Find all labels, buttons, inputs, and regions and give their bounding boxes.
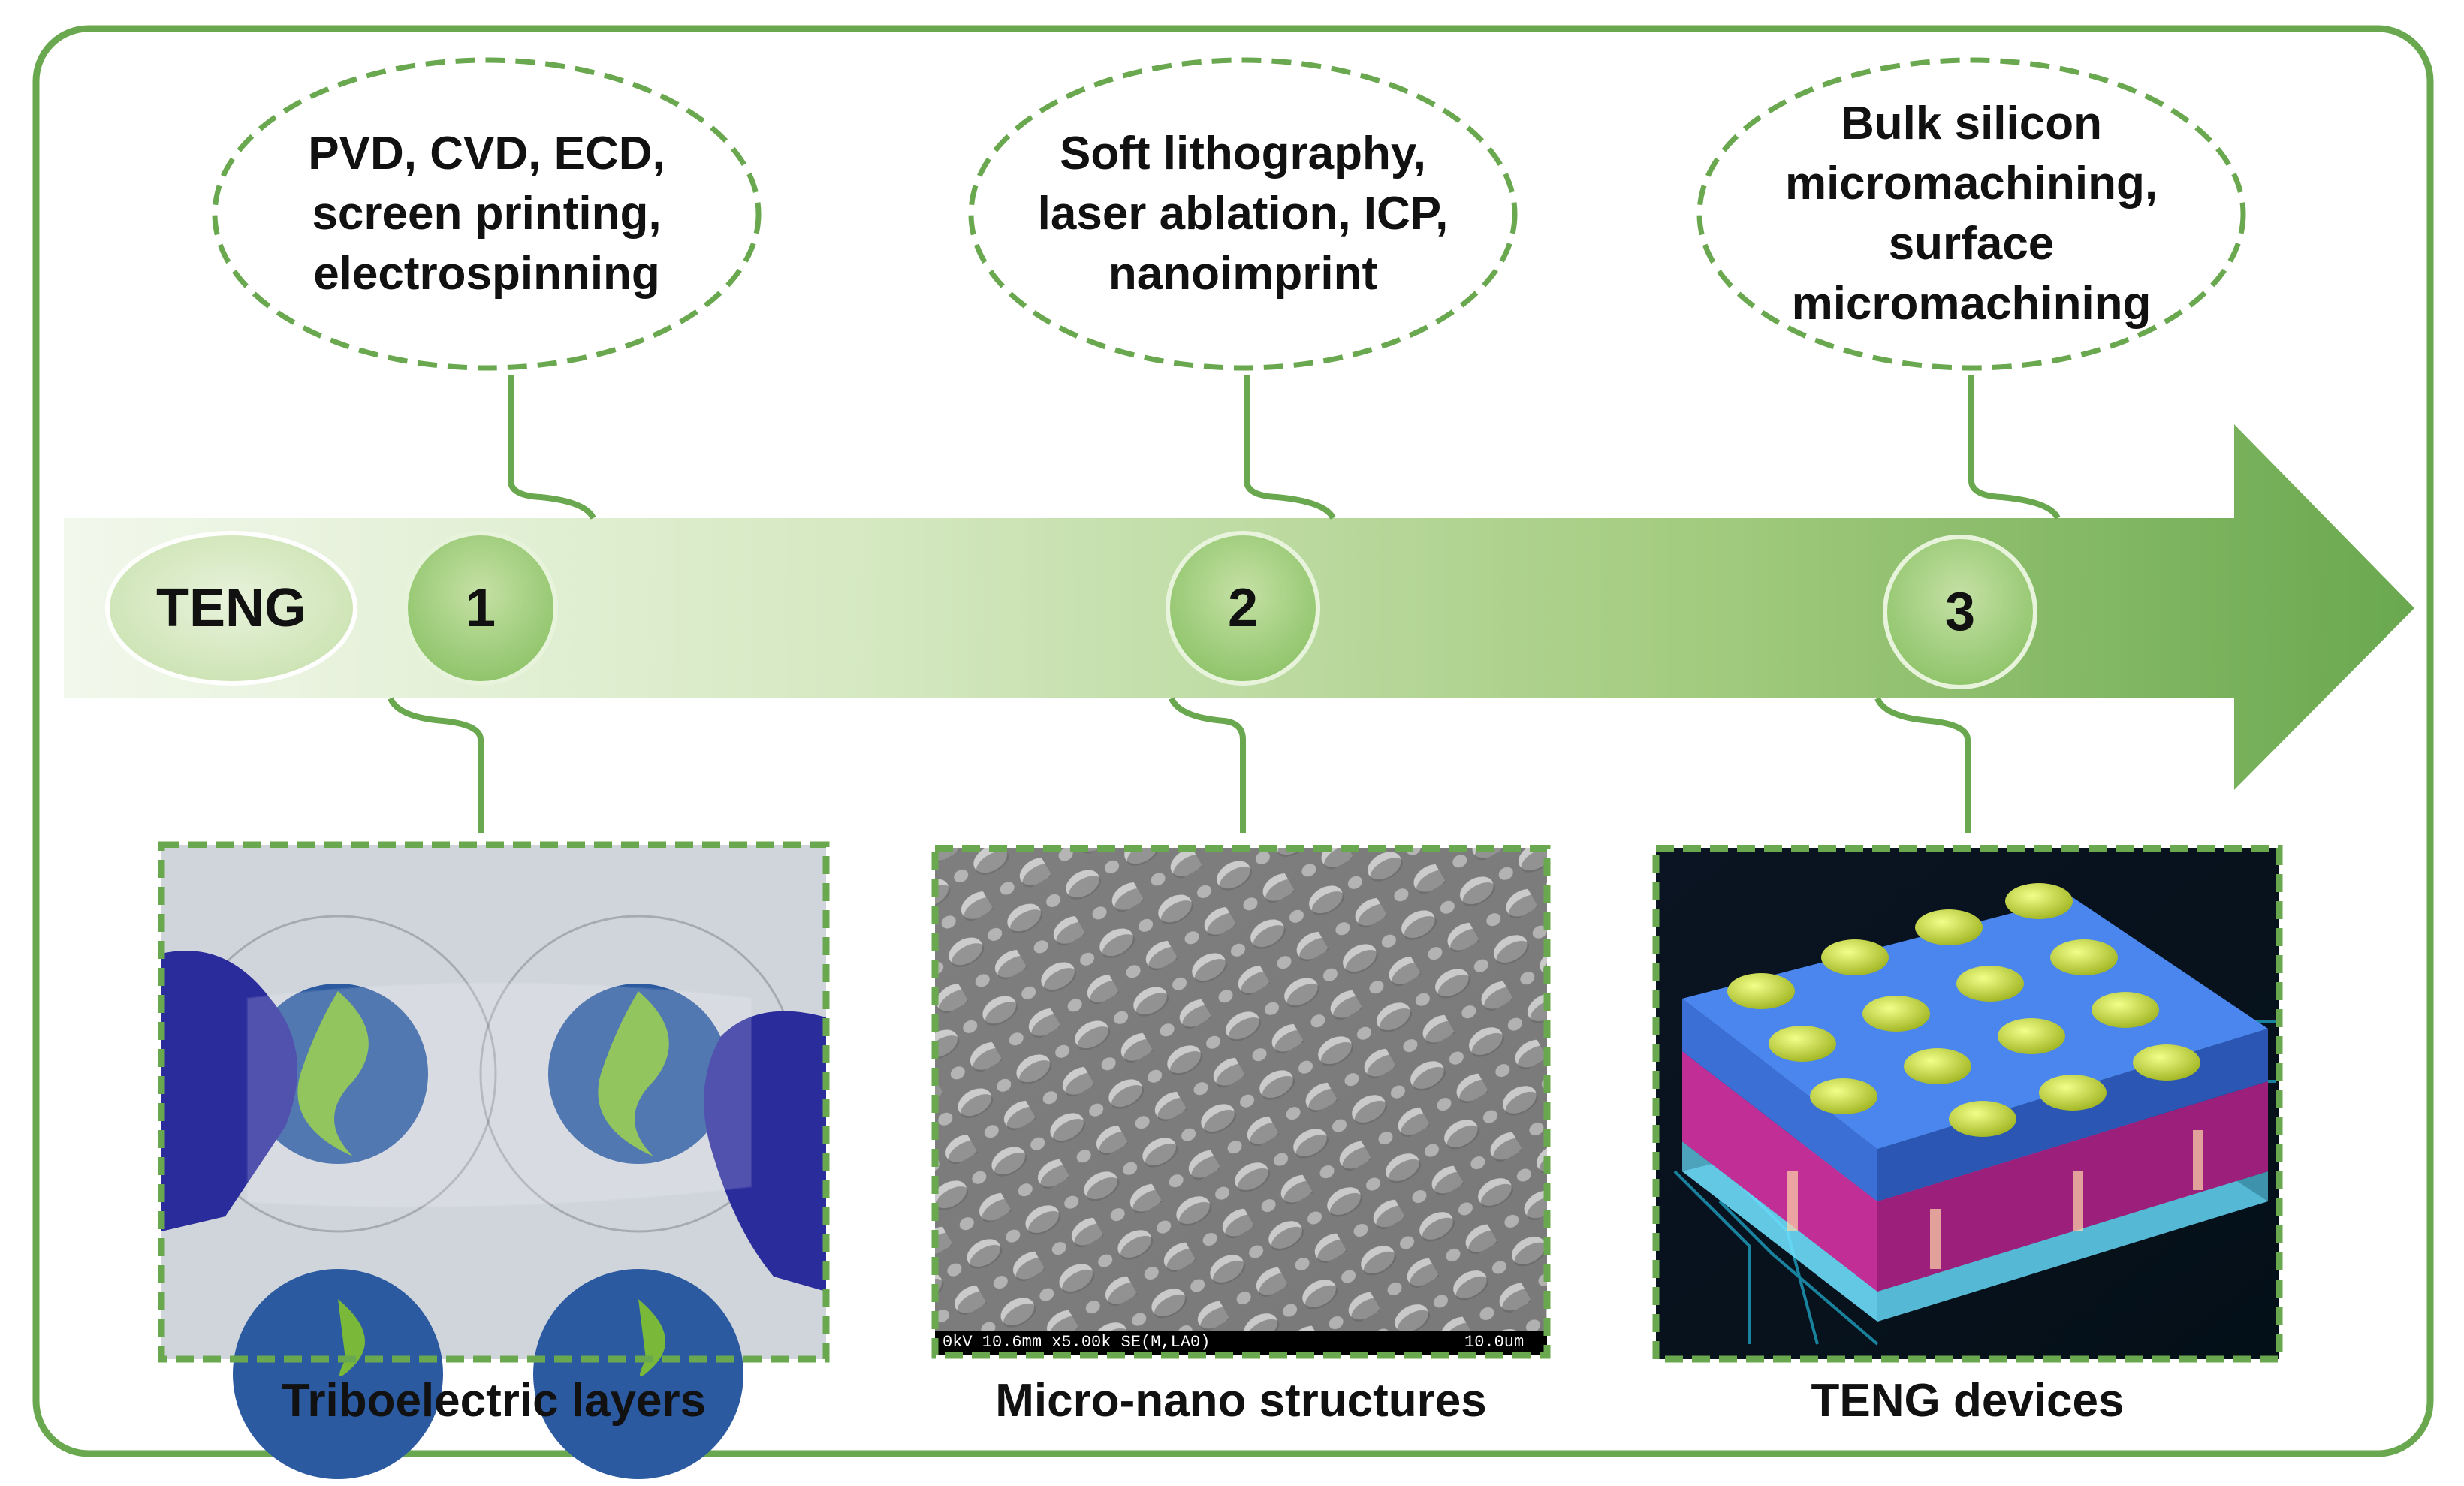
caption-triboelectric-layers: Triboelectric layers	[281, 1375, 707, 1427]
connector-top-3	[1968, 375, 2061, 520]
methods-line: Bulk silicon	[1841, 98, 2102, 149]
connector-bottom-3	[1874, 697, 1971, 833]
dome-array	[1727, 883, 2200, 1137]
step-circle-2	[1166, 531, 1320, 686]
methods-line: laser ablation, ICP,	[1037, 188, 1449, 240]
teng-start-label: TENG	[155, 578, 306, 638]
connector-bottom-1	[388, 697, 484, 833]
methods-line: electrospinning	[313, 248, 660, 300]
methods-line: Soft lithography,	[1060, 128, 1426, 179]
methods-text-1: PVD, CVD, ECD, screen printing, electros…	[231, 75, 742, 353]
methods-bubble-3	[1696, 57, 2246, 371]
step-circle-1	[403, 531, 558, 686]
teng-device-render	[1656, 848, 2279, 1359]
methods-line: micromachining,	[1784, 158, 2158, 209]
step-number-2: 2	[1227, 578, 1259, 638]
methods-line: PVD, CVD, ECD,	[308, 128, 665, 179]
methods-line: micromachining	[1791, 278, 2152, 330]
methods-line: screen printing,	[312, 188, 662, 240]
sem-info-text: 0kV 10.6mm x5.00k SE(M,LA0)	[942, 1333, 1211, 1352]
triboelectric-layer-photo	[161, 845, 826, 1479]
sem-info-bar	[935, 1331, 1547, 1355]
university-logo-4	[533, 1269, 743, 1479]
device-blue-layer	[1682, 999, 1877, 1201]
connector-top-2	[1244, 375, 1336, 520]
methods-line: surface	[1888, 218, 2055, 270]
sem-micrograph	[935, 848, 1547, 1355]
image-frame-2	[931, 845, 1551, 1359]
methods-bubble-2	[968, 57, 1518, 371]
methods-bubble-1	[212, 57, 762, 371]
connector-bottom-2	[1169, 697, 1246, 833]
methods-text-3: Bulk silicon micromachining, surface mic…	[1716, 75, 2227, 353]
connector-top-1	[508, 375, 596, 520]
gloved-hand-right	[704, 1011, 826, 1292]
step-number-3: 3	[1944, 582, 1976, 642]
university-logo-1	[179, 915, 497, 1233]
step-circle-3	[1883, 535, 2037, 689]
image-frame-1	[158, 841, 830, 1363]
image-frame-3	[1652, 845, 2283, 1363]
university-logo-2	[479, 915, 798, 1233]
step-number-1: 1	[465, 578, 496, 638]
caption-teng-devices: TENG devices	[1811, 1375, 2125, 1427]
university-logo-3	[233, 1269, 443, 1479]
methods-line: nanoimprint	[1108, 248, 1378, 300]
methods-text-2: Soft lithography, laser ablation, ICP, n…	[988, 75, 1498, 353]
caption-micro-nano-structures: Micro-nano structures	[995, 1375, 1487, 1427]
gloved-hand-left	[161, 951, 297, 1231]
teng-start-badge	[105, 531, 357, 686]
device-magenta-layer	[1682, 1051, 1877, 1292]
sem-scale-text: 10.0um	[1464, 1333, 1525, 1352]
